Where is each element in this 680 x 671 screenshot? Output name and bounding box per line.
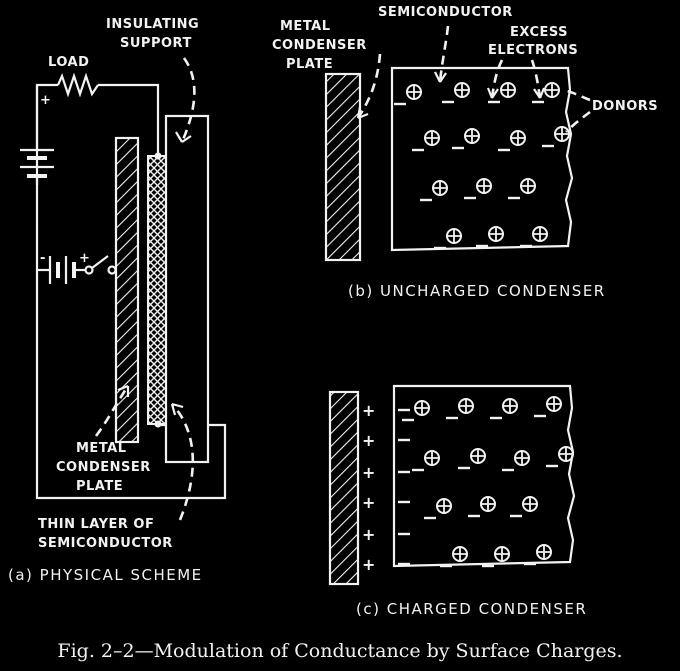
- leader-metal-plate: [94, 385, 130, 437]
- panel-a-physical-scheme: LOAD + - +: [8, 17, 227, 584]
- metal-plate-label: METAL: [76, 441, 127, 456]
- thin-layer-label-2: SEMICONDUCTOR: [38, 536, 173, 551]
- donor-plus-mark: [437, 499, 451, 513]
- panel-c-subtitle: (c) CHARGED CONDENSER: [356, 600, 587, 618]
- donor-plus-mark: [433, 181, 447, 195]
- metal-condenser-plate: [114, 136, 140, 444]
- circuit-wire: [35, 83, 227, 500]
- leader-metal-plate: [356, 53, 382, 119]
- battery-icon: [20, 85, 54, 228]
- leader-donors-1: [563, 88, 591, 102]
- donors-label: DONORS: [592, 99, 658, 114]
- metal-condenser-plate: [328, 390, 360, 586]
- donor-plus-mark: [545, 83, 559, 97]
- svg-text:-: -: [40, 251, 46, 266]
- donor-plus-mark: [555, 127, 569, 141]
- figure-caption: Fig. 2–2—Modulation of Conductance by Su…: [57, 640, 622, 662]
- metal-plate-label: METAL: [280, 19, 331, 34]
- donor-plus-mark: [459, 399, 473, 413]
- donor-plus-mark: [489, 227, 503, 241]
- metal-plate-label-3: PLATE: [286, 57, 333, 72]
- plate-plus-mark: +: [362, 493, 375, 512]
- load-label: LOAD: [48, 55, 89, 70]
- donor-plus-mark: [425, 131, 439, 145]
- donor-plus-mark: [547, 397, 561, 411]
- leader-insulating-support: [180, 57, 196, 143]
- surface-negative-charges: [398, 408, 410, 566]
- leader-excess-electrons-1: [490, 59, 504, 99]
- leader-semiconductor: [438, 25, 450, 83]
- panel-a-subtitle: (a) PHYSICAL SCHEME: [8, 566, 203, 584]
- semiconductor-block: [390, 66, 574, 252]
- donor-plus-mark: [477, 179, 491, 193]
- donor-plus-mark: [559, 447, 573, 461]
- bias-battery-switch-icon: - +: [37, 251, 126, 284]
- excess-electrons-label-2: ELECTRONS: [488, 43, 578, 58]
- plus-sign: +: [40, 93, 51, 108]
- load-resistor: [56, 72, 99, 98]
- donor-plus-mark: [465, 129, 479, 143]
- donor-plus-mark: [471, 449, 485, 463]
- donor-plus-mark: [481, 497, 495, 511]
- donor-plus-mark: [521, 179, 535, 193]
- metal-plate-label-2: CONDENSER: [56, 460, 151, 475]
- donor-plus-mark: [533, 227, 547, 241]
- semiconductor-block: [392, 384, 576, 568]
- leader-donors-2: [565, 110, 591, 133]
- donor-plus-mark: [447, 229, 461, 243]
- donor-plus-mark: [515, 451, 529, 465]
- plate-positive-charges: + + + + + +: [362, 401, 375, 574]
- leader-excess-electrons-2: [530, 59, 542, 99]
- metal-plate-label-3: PLATE: [76, 479, 123, 494]
- leader-thin-layer: [171, 403, 195, 521]
- plate-plus-mark: +: [362, 525, 375, 544]
- insulating-support-label-2: SUPPORT: [120, 36, 192, 51]
- donor-charges: [394, 82, 570, 250]
- plate-plus-mark: +: [362, 555, 375, 574]
- plate-plus-mark: +: [362, 463, 375, 482]
- donor-plus-mark: [407, 85, 421, 99]
- donor-plus-mark: [455, 83, 469, 97]
- thin-layer-label: THIN LAYER OF: [38, 517, 154, 532]
- donor-plus-mark: [501, 83, 515, 97]
- donor-plus-mark: [415, 401, 429, 415]
- donor-charges: [402, 396, 574, 568]
- donor-plus-mark: [511, 131, 525, 145]
- svg-text:+: +: [79, 251, 90, 266]
- plate-plus-mark: +: [362, 401, 375, 420]
- donor-plus-mark: [425, 451, 439, 465]
- insulating-support-label: INSULATING: [106, 17, 199, 32]
- metal-plate-label-2: CONDENSER: [272, 38, 367, 53]
- excess-electrons-label: EXCESS: [510, 25, 568, 40]
- donor-plus-mark: [495, 547, 509, 561]
- panel-b-uncharged-condenser: SEMICONDUCTOR METAL CONDENSER PLATE EXCE…: [272, 5, 658, 300]
- insulating-support: [164, 114, 210, 464]
- semiconductor-label: SEMICONDUCTOR: [378, 5, 513, 20]
- panel-b-subtitle: (b) UNCHARGED CONDENSER: [348, 282, 606, 300]
- metal-condenser-plate: [324, 72, 362, 262]
- donor-plus-mark: [523, 497, 537, 511]
- donor-plus-mark: [537, 545, 551, 559]
- panel-c-charged-condenser: + + + + + + (c) CHARGED CONDENSER: [328, 384, 587, 618]
- donor-plus-mark: [453, 547, 467, 561]
- donor-plus-mark: [503, 399, 517, 413]
- plate-plus-mark: +: [362, 431, 375, 450]
